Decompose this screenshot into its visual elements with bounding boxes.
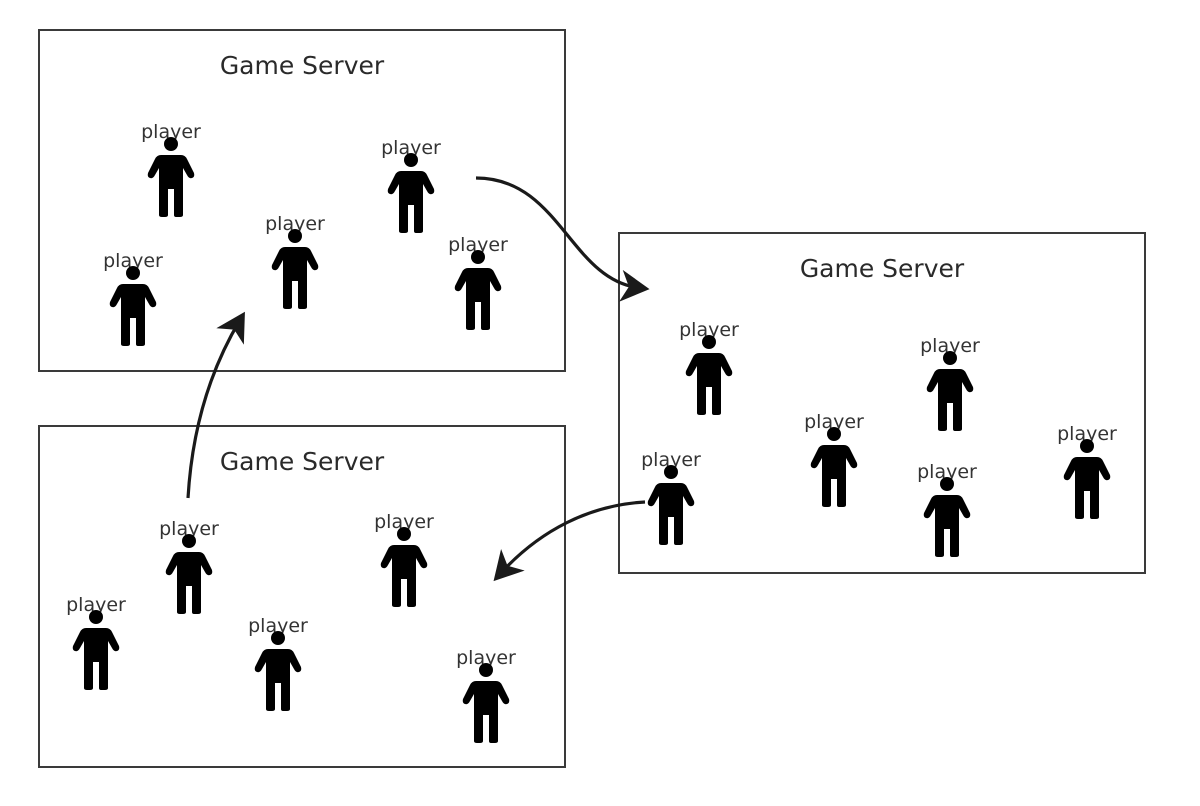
person-icon — [380, 527, 428, 607]
player-label: player — [374, 511, 434, 533]
player-label: player — [917, 461, 977, 483]
person-icon — [387, 153, 435, 233]
player-icon-group: player — [98, 250, 168, 350]
person-icon — [1063, 439, 1111, 519]
server-title: Game Server — [219, 51, 385, 80]
person-icon — [647, 465, 695, 545]
player-icon-group: player — [799, 411, 869, 511]
person-icon — [254, 631, 302, 711]
person-icon — [685, 335, 733, 415]
player-label: player — [456, 647, 516, 669]
player-label: player — [920, 335, 980, 357]
player-icon-group: player — [61, 594, 131, 694]
player-label: player — [248, 615, 308, 637]
person-icon — [271, 229, 319, 309]
person-icon — [72, 610, 120, 690]
player-label: player — [679, 319, 739, 341]
player-icon-group: player — [674, 319, 744, 419]
player-icon-group: player — [915, 335, 985, 435]
player-label: player — [804, 411, 864, 433]
server-title: Game Server — [219, 447, 385, 476]
player-icon-group: player — [443, 234, 513, 334]
person-icon — [810, 427, 858, 507]
person-icon — [109, 266, 157, 346]
player-label: player — [66, 594, 126, 616]
player-icon-group: player — [136, 121, 206, 221]
player-icon-group: player — [369, 511, 439, 611]
player-icon-group: player — [636, 449, 706, 549]
server-title: Game Server — [799, 254, 965, 283]
player-label: player — [265, 213, 325, 235]
player-label: player — [381, 137, 441, 159]
person-icon — [147, 137, 195, 217]
player-icon-group: player — [912, 461, 982, 561]
player-icon-group: player — [243, 615, 313, 715]
person-icon — [923, 477, 971, 557]
player-label: player — [103, 250, 163, 272]
player-icon-group: player — [260, 213, 330, 313]
person-icon — [454, 250, 502, 330]
player-label: player — [141, 121, 201, 143]
person-icon — [926, 351, 974, 431]
player-label: player — [159, 518, 219, 540]
player-icon-group: player — [376, 137, 446, 237]
player-label: player — [641, 449, 701, 471]
player-icon-group: player — [451, 647, 521, 747]
player-label: player — [1057, 423, 1117, 445]
player-icon-group: player — [154, 518, 224, 618]
person-icon — [462, 663, 510, 743]
player-icon-group: player — [1052, 423, 1122, 523]
person-icon — [165, 534, 213, 614]
